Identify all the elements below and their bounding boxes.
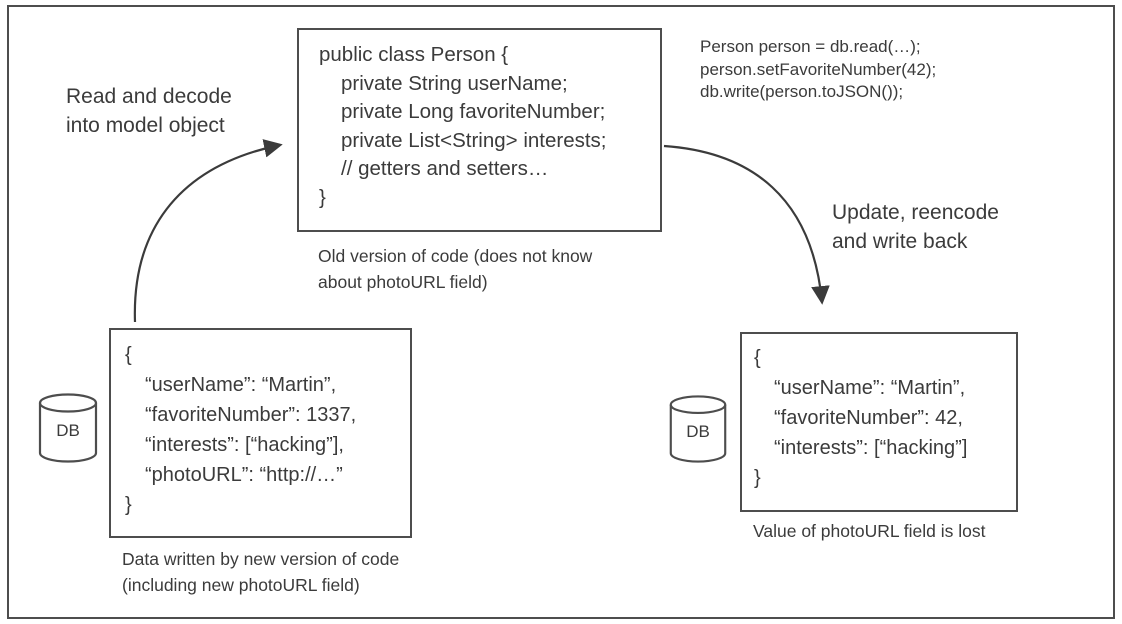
code-line: private Long favoriteNumber; xyxy=(341,100,606,123)
database-icon-right: DB xyxy=(667,394,729,464)
db-label: DB xyxy=(56,420,80,440)
json-old-caption: Data written by new version of code (inc… xyxy=(122,549,400,595)
database-icon-left: DB xyxy=(37,392,99,464)
json-line: “userName”: “Martin”, xyxy=(145,374,337,396)
json-line: “interests”: [“hacking”] xyxy=(774,437,968,459)
json-line: “photoURL”: “http://…” xyxy=(145,464,343,486)
json-line: { xyxy=(754,347,761,369)
json-document-old: { “userName”: “Martin”, “favoriteNumber”… xyxy=(109,328,412,538)
db-cylinder-icon xyxy=(38,393,98,463)
db-cylinder-icon xyxy=(669,395,727,463)
json-new-caption: Value of photoURL field is lost xyxy=(753,521,986,541)
json-line: “userName”: “Martin”, xyxy=(774,377,966,399)
person-class-code-box: public class Person { private String use… xyxy=(297,28,662,232)
app-code-line: Person person = db.read(…); xyxy=(700,37,921,56)
json-line: “interests”: [“hacking”], xyxy=(145,434,344,456)
code-line: private String userName; xyxy=(341,71,568,95)
db-label: DB xyxy=(686,421,710,441)
app-code-line: db.write(person.toJSON()); xyxy=(700,82,904,101)
json-line: “favoriteNumber”: 42, xyxy=(774,407,963,429)
json-line: “favoriteNumber”: 1337, xyxy=(145,404,357,426)
application-code-snippet: Person person = db.read(…); person.setFa… xyxy=(700,36,936,104)
code-line: } xyxy=(319,185,326,209)
json-document-new: { “userName”: “Martin”, “favoriteNumber”… xyxy=(740,332,1018,512)
json-line: } xyxy=(125,494,132,516)
read-decode-label: Read and decode into model object xyxy=(66,85,232,137)
update-reencode-label: Update, reencode and write back xyxy=(832,201,999,253)
json-line: } xyxy=(754,467,761,489)
code-line: public class Person { xyxy=(319,43,509,66)
app-code-line: person.setFavoriteNumber(42); xyxy=(700,59,937,79)
code-line: // getters and setters… xyxy=(341,157,549,180)
code-line: private List<String> interests; xyxy=(341,128,607,152)
json-line: { xyxy=(125,344,132,366)
code-box-caption: Old version of code (does not know about… xyxy=(318,246,593,292)
